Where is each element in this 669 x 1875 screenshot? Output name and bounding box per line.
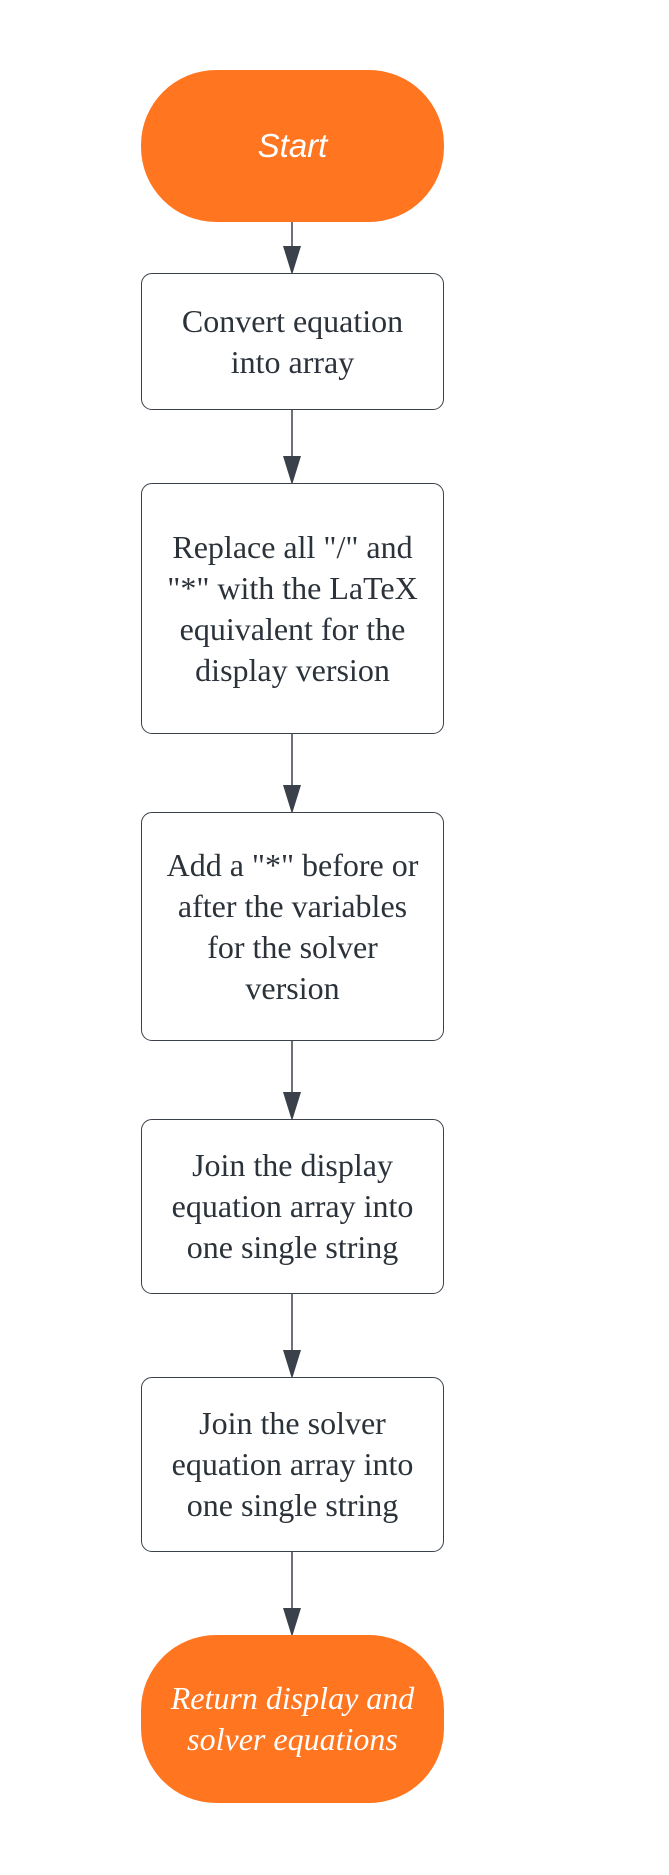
join-display-step: Join the display equation array into one… [141,1119,444,1294]
edge-step-3-to-step-4 [283,1041,301,1121]
convert-equation-label: Convert equation into array [181,302,404,380]
join-solver-label: Join the solver equation array into one … [171,1405,414,1523]
add-multiplication-label: Add a "*" before or after the variables … [166,846,419,1006]
edge-step-5-to-end [283,1552,301,1637]
edge-start-to-step-1 [283,222,301,275]
end-node-label: Return display and solver equations [170,1680,415,1757]
convert-equation-step: Convert equation into array [141,273,444,410]
join-solver-step: Join the solver equation array into one … [141,1377,444,1552]
replace-operators-step: Replace all "/" and "*" with the LaTeX e… [141,483,444,734]
replace-operators-label: Replace all "/" and "*" with the LaTeX e… [167,528,418,688]
edge-step-2-to-step-3 [283,734,301,814]
edge-step-1-to-step-2 [283,410,301,485]
start-node-label: Start [257,127,328,164]
add-multiplication-step: Add a "*" before or after the variables … [141,812,444,1041]
start-node: Start [141,70,444,222]
end-node: Return display and solver equations [141,1635,444,1803]
edge-step-4-to-step-5 [283,1294,301,1379]
join-display-label: Join the display equation array into one… [171,1147,414,1265]
